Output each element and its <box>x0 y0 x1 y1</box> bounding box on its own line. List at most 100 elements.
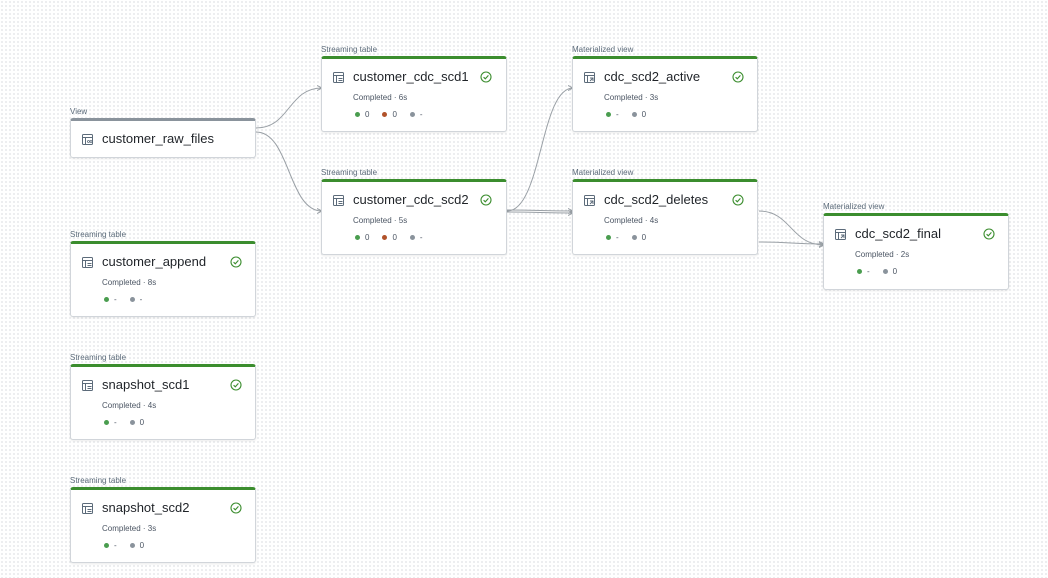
node-status: Completed · 5s <box>353 216 408 225</box>
node-card[interactable]: snapshot_scd2 Completed · 3s - 0 <box>70 487 256 563</box>
node-cdc-scd2-final[interactable]: Materialized view cdc_scd2_final Complet… <box>823 202 1009 290</box>
metric-value: 0 <box>139 418 145 427</box>
view-table-icon <box>82 134 93 145</box>
metric-value: - <box>616 110 619 119</box>
metric-value: - <box>867 267 870 276</box>
grey-dot-icon <box>882 269 888 274</box>
metric-value: 0 <box>139 541 145 550</box>
grey-dot-icon <box>409 235 415 240</box>
edge <box>758 242 824 244</box>
green-dot-icon <box>355 235 360 240</box>
check-circle-icon <box>480 194 492 206</box>
node-snapshot-scd2[interactable]: Streaming table snapshot_scd2 Completed … <box>70 476 256 563</box>
node-type-label: Streaming table <box>321 45 378 54</box>
metric-dropped-rows: 0 <box>882 267 898 276</box>
node-status: Completed · 4s <box>604 216 659 225</box>
metric-value: 0 <box>365 233 370 242</box>
node-cdc-scd2-active[interactable]: Materialized view cdc_scd2_active Comple… <box>572 45 758 132</box>
grey-dot-icon <box>129 543 135 548</box>
metric-output-rows: 0 <box>355 233 369 242</box>
node-title: customer_cdc_scd2 <box>353 192 469 207</box>
green-dot-icon <box>104 420 109 425</box>
check-circle-icon <box>732 71 744 83</box>
orange-dot-icon <box>382 235 388 240</box>
metric-dropped-rows: 0 <box>129 418 145 427</box>
metric-dropped-rows: - <box>129 295 142 304</box>
node-card[interactable]: customer_cdc_scd1 Completed · 6s 0 0 - <box>321 56 507 132</box>
node-type-label: Materialized view <box>572 45 634 54</box>
node-card[interactable]: customer_raw_files <box>70 118 256 158</box>
node-type-label: Streaming table <box>70 230 127 239</box>
metric-value: - <box>114 418 117 427</box>
check-circle-icon <box>983 228 995 240</box>
materialized-view-icon <box>584 72 595 83</box>
grey-dot-icon <box>129 297 135 302</box>
metric-output-rows: - <box>104 418 117 427</box>
node-card[interactable]: customer_cdc_scd2 Completed · 5s 0 0 - <box>321 179 507 255</box>
node-type-label: Materialized view <box>572 168 634 177</box>
green-dot-icon <box>355 112 360 117</box>
grey-dot-icon <box>631 112 637 117</box>
edge <box>506 210 573 211</box>
node-type-label: View <box>70 107 88 116</box>
metric-value: 0 <box>392 233 397 242</box>
streaming-table-icon <box>333 195 344 206</box>
node-customer-cdc-scd1[interactable]: Streaming table customer_cdc_scd1 Comple… <box>321 45 507 132</box>
node-metrics: - 0 <box>104 541 157 550</box>
node-type-label: Streaming table <box>70 353 127 362</box>
node-customer-cdc-scd2[interactable]: Streaming table customer_cdc_scd2 Comple… <box>321 168 507 255</box>
node-metrics: 0 0 - <box>355 233 436 242</box>
check-circle-icon <box>480 71 492 83</box>
metric-dropped-rows: 0 <box>631 110 647 119</box>
metric-dropped-rows: 0 <box>631 233 647 242</box>
metric-upserted-rows: 0 <box>382 233 397 242</box>
metric-output-rows: - <box>104 295 117 304</box>
node-cdc-scd2-deletes[interactable]: Materialized view cdc_scd2_deletes Compl… <box>572 168 758 255</box>
orange-dot-icon <box>382 112 388 117</box>
metric-value: 0 <box>392 110 397 119</box>
node-status: Completed · 2s <box>855 250 910 259</box>
node-type-label: Materialized view <box>823 202 885 211</box>
node-card[interactable]: customer_append Completed · 8s - - <box>70 241 256 317</box>
node-title: cdc_scd2_active <box>604 69 701 84</box>
metric-output-rows: 0 <box>355 110 369 119</box>
node-card[interactable]: snapshot_scd1 Completed · 4s - 0 <box>70 364 256 440</box>
metric-output-rows: - <box>104 541 117 550</box>
node-snapshot-scd1[interactable]: Streaming table snapshot_scd1 Completed … <box>70 353 256 440</box>
node-metrics: - 0 <box>104 418 157 427</box>
green-dot-icon <box>857 269 862 274</box>
grey-dot-icon <box>129 420 135 425</box>
node-metrics: 0 0 - <box>355 110 436 119</box>
metric-value: 0 <box>641 110 647 119</box>
metric-value: - <box>616 233 619 242</box>
metric-output-rows: - <box>606 233 619 242</box>
edge <box>255 88 322 129</box>
metric-value: 0 <box>892 267 898 276</box>
node-status: Completed · 6s <box>353 93 408 102</box>
metric-value: - <box>114 541 117 550</box>
grey-dot-icon <box>409 112 415 117</box>
metric-dropped-rows: 0 <box>129 541 145 550</box>
node-status: Completed · 3s <box>102 524 157 533</box>
node-title: cdc_scd2_final <box>855 226 941 241</box>
node-customer-raw-files[interactable]: View customer_raw_files <box>70 107 256 158</box>
edge <box>255 131 322 211</box>
node-card[interactable]: cdc_scd2_final Completed · 2s - 0 <box>823 213 1009 290</box>
green-dot-icon <box>104 297 109 302</box>
streaming-table-icon <box>82 503 93 514</box>
green-dot-icon <box>606 112 611 117</box>
metric-output-rows: - <box>857 267 870 276</box>
green-dot-icon <box>104 543 109 548</box>
materialized-view-icon <box>584 195 595 206</box>
streaming-table-icon <box>333 72 344 83</box>
node-card[interactable]: cdc_scd2_active Completed · 3s - 0 <box>572 56 758 132</box>
metric-value: 0 <box>641 233 647 242</box>
check-circle-icon <box>732 194 744 206</box>
node-card[interactable]: cdc_scd2_deletes Completed · 4s - 0 <box>572 179 758 255</box>
node-type-label: Streaming table <box>321 168 378 177</box>
node-customer-append[interactable]: Streaming table customer_append Complete… <box>70 230 256 317</box>
node-type-label: Streaming table <box>70 476 127 485</box>
node-status: Completed · 8s <box>102 278 157 287</box>
metric-value: 0 <box>365 110 370 119</box>
